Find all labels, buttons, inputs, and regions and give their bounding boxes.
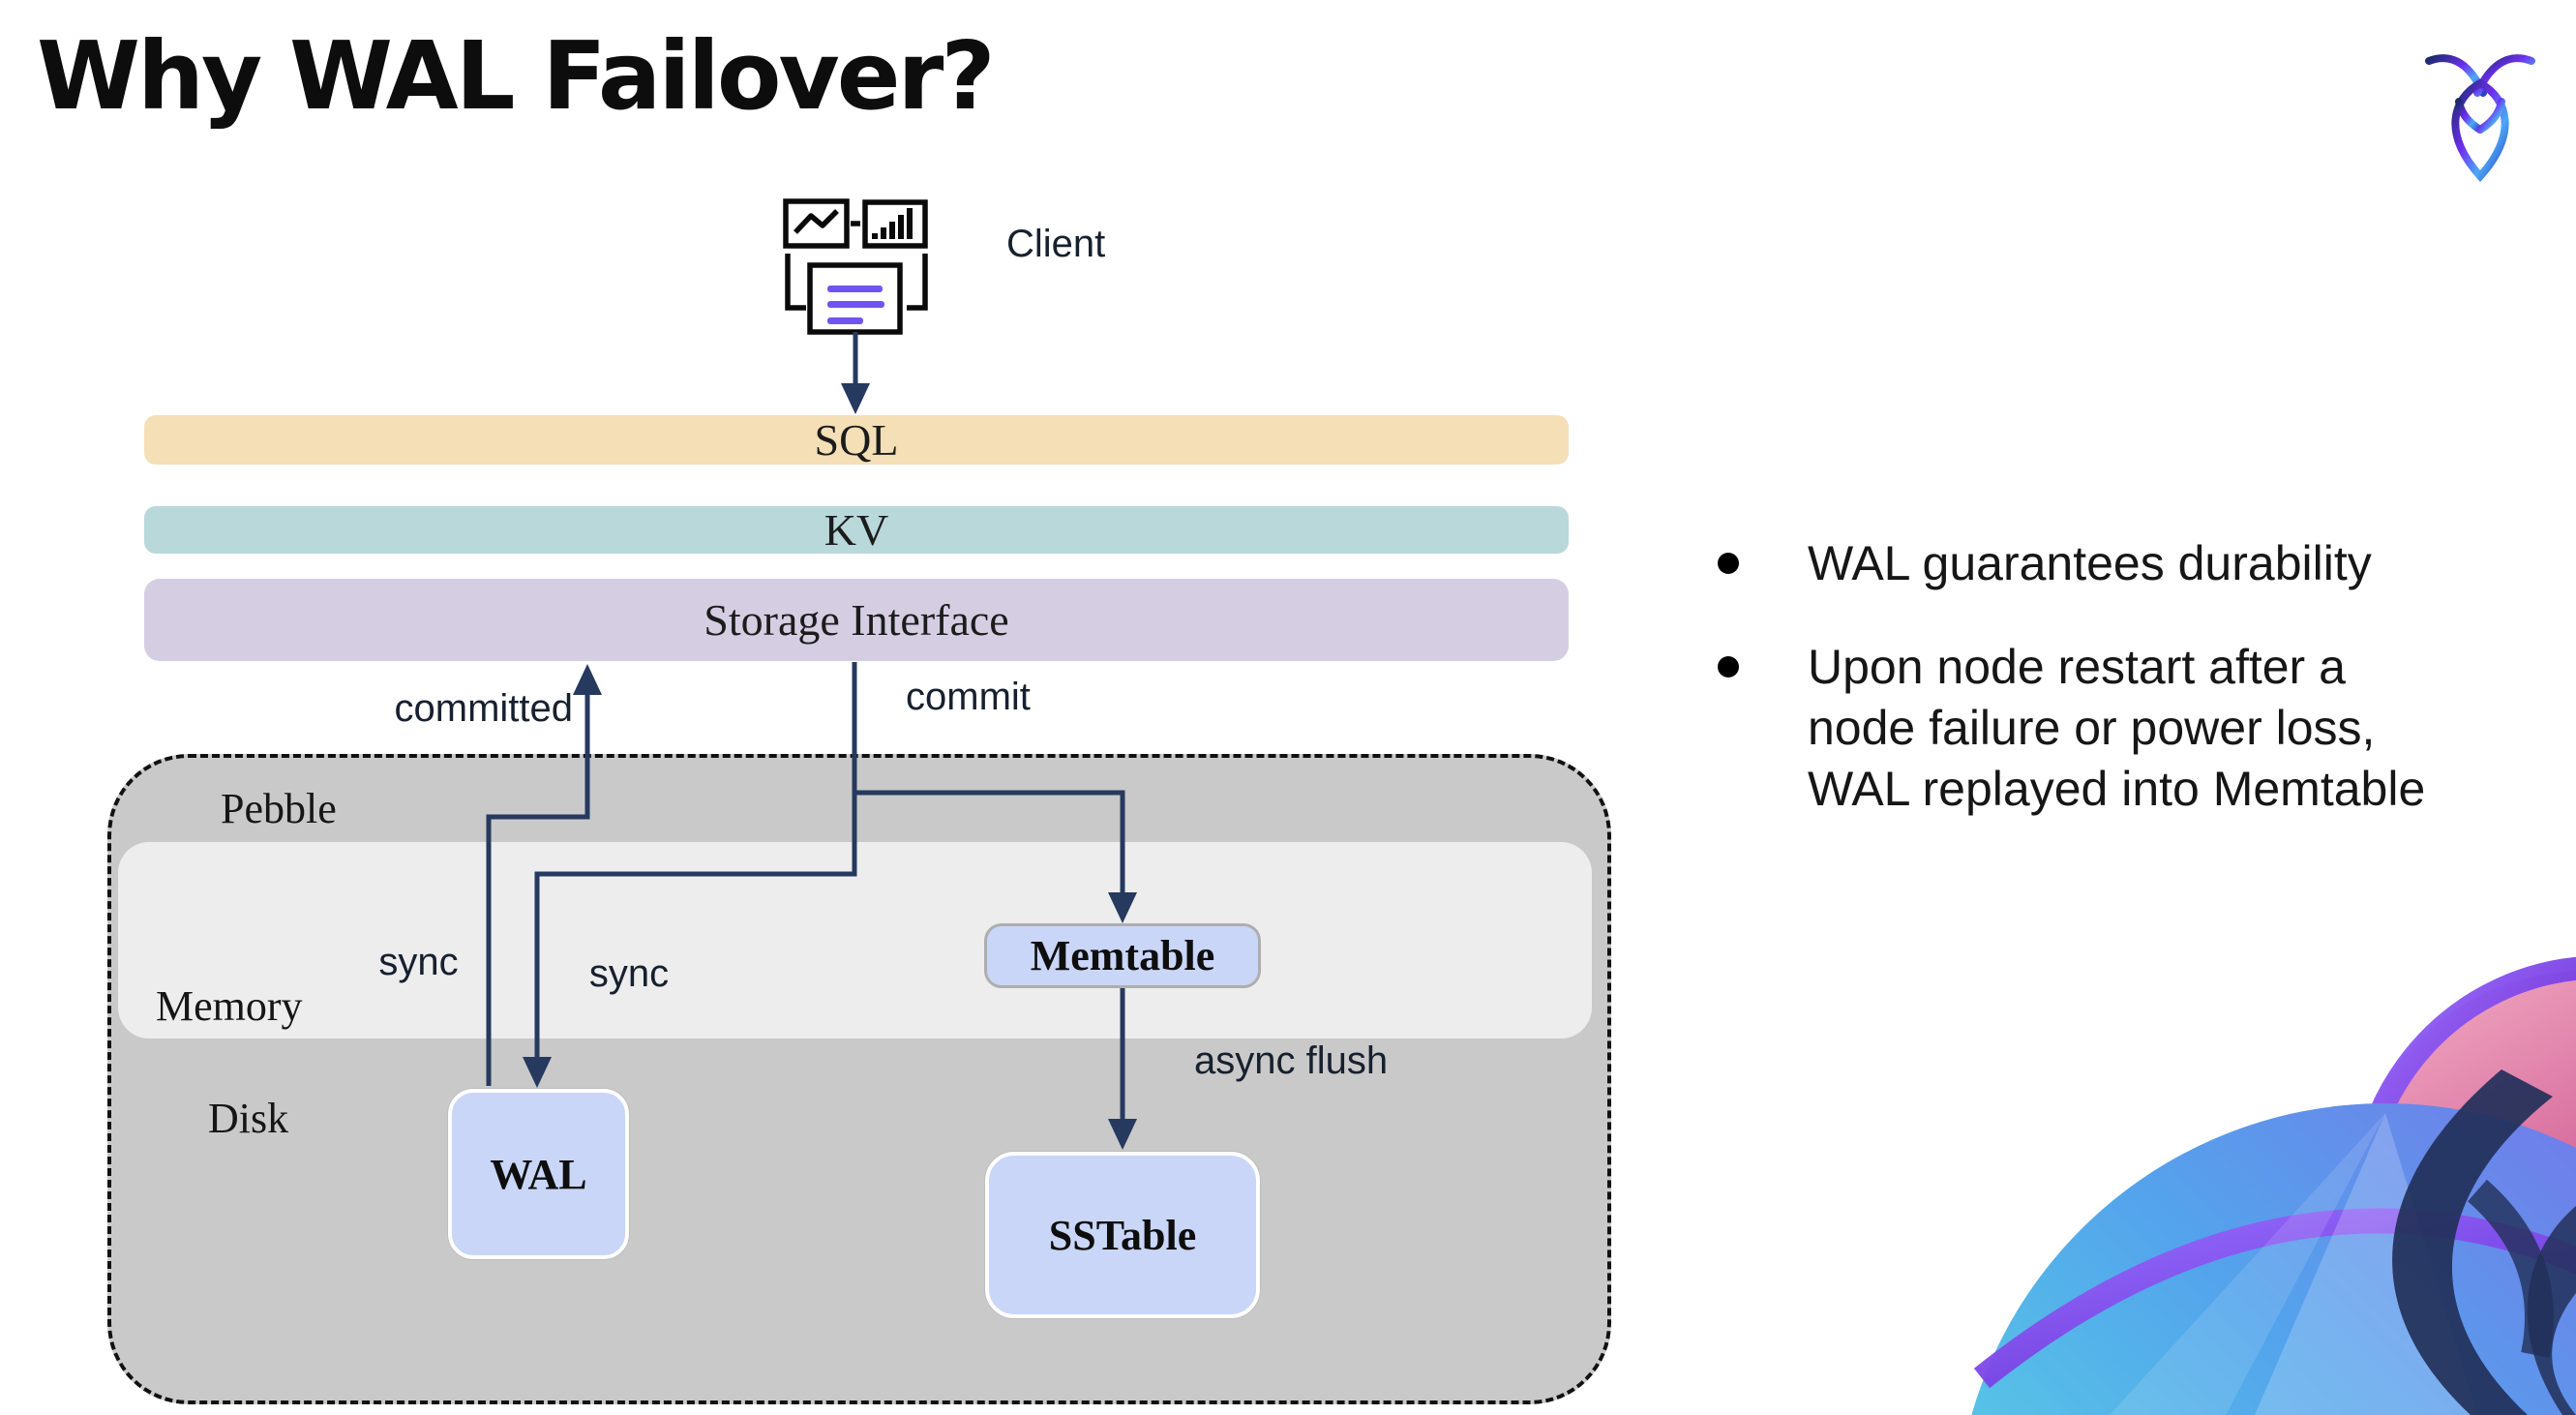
wal-box: WAL [448, 1089, 629, 1259]
pebble-label: Pebble [221, 785, 337, 832]
memory-label: Memory [156, 982, 303, 1030]
memory-band [118, 842, 1592, 1039]
layer-label-storage-interface: Storage Interface [704, 595, 1009, 645]
page-title: Why WAL Failover? [37, 21, 996, 131]
bullet-dot [1718, 553, 1739, 574]
bullet-item: WAL guarantees durability [1718, 533, 2372, 594]
bullet-item: Upon node restart after a node failure o… [1718, 637, 2425, 820]
layer-label-sql: SQL [814, 415, 899, 465]
wal-label: WAL [490, 1150, 587, 1198]
edge-label-async-flush: async flush [1194, 1039, 1389, 1082]
edge-label-committed: committed [394, 687, 574, 730]
edge-label-sync-left: sync [378, 941, 459, 983]
edge-label-commit: commit [906, 676, 1031, 718]
layer-bar-kv: KV [144, 505, 1569, 555]
cockroachdb-logo-icon [2425, 54, 2535, 182]
arrowhead-into-storage [573, 664, 602, 695]
disk-label: Disk [208, 1095, 289, 1142]
client-label: Client [1006, 223, 1106, 265]
bullet-dot [1718, 656, 1739, 677]
sstable-label: SSTable [1048, 1211, 1197, 1259]
memtable-box: Memtable [984, 923, 1261, 988]
bullet-text: Upon node restart after a node failure o… [1808, 640, 2426, 816]
edge-label-sync-right: sync [588, 952, 670, 995]
bullet-text: WAL guarantees durability [1808, 536, 2372, 590]
client-terminal-icon [783, 198, 928, 335]
arrowhead-into-sql [841, 383, 870, 414]
layer-label-kv: KV [824, 505, 889, 555]
sstable-box: SSTable [985, 1152, 1260, 1318]
layer-bar-sql: SQL [144, 415, 1569, 465]
doc-text-lines [827, 286, 884, 324]
layer-bar-storage-interface: Storage Interface [144, 579, 1569, 661]
memtable-label: Memtable [1030, 932, 1215, 979]
